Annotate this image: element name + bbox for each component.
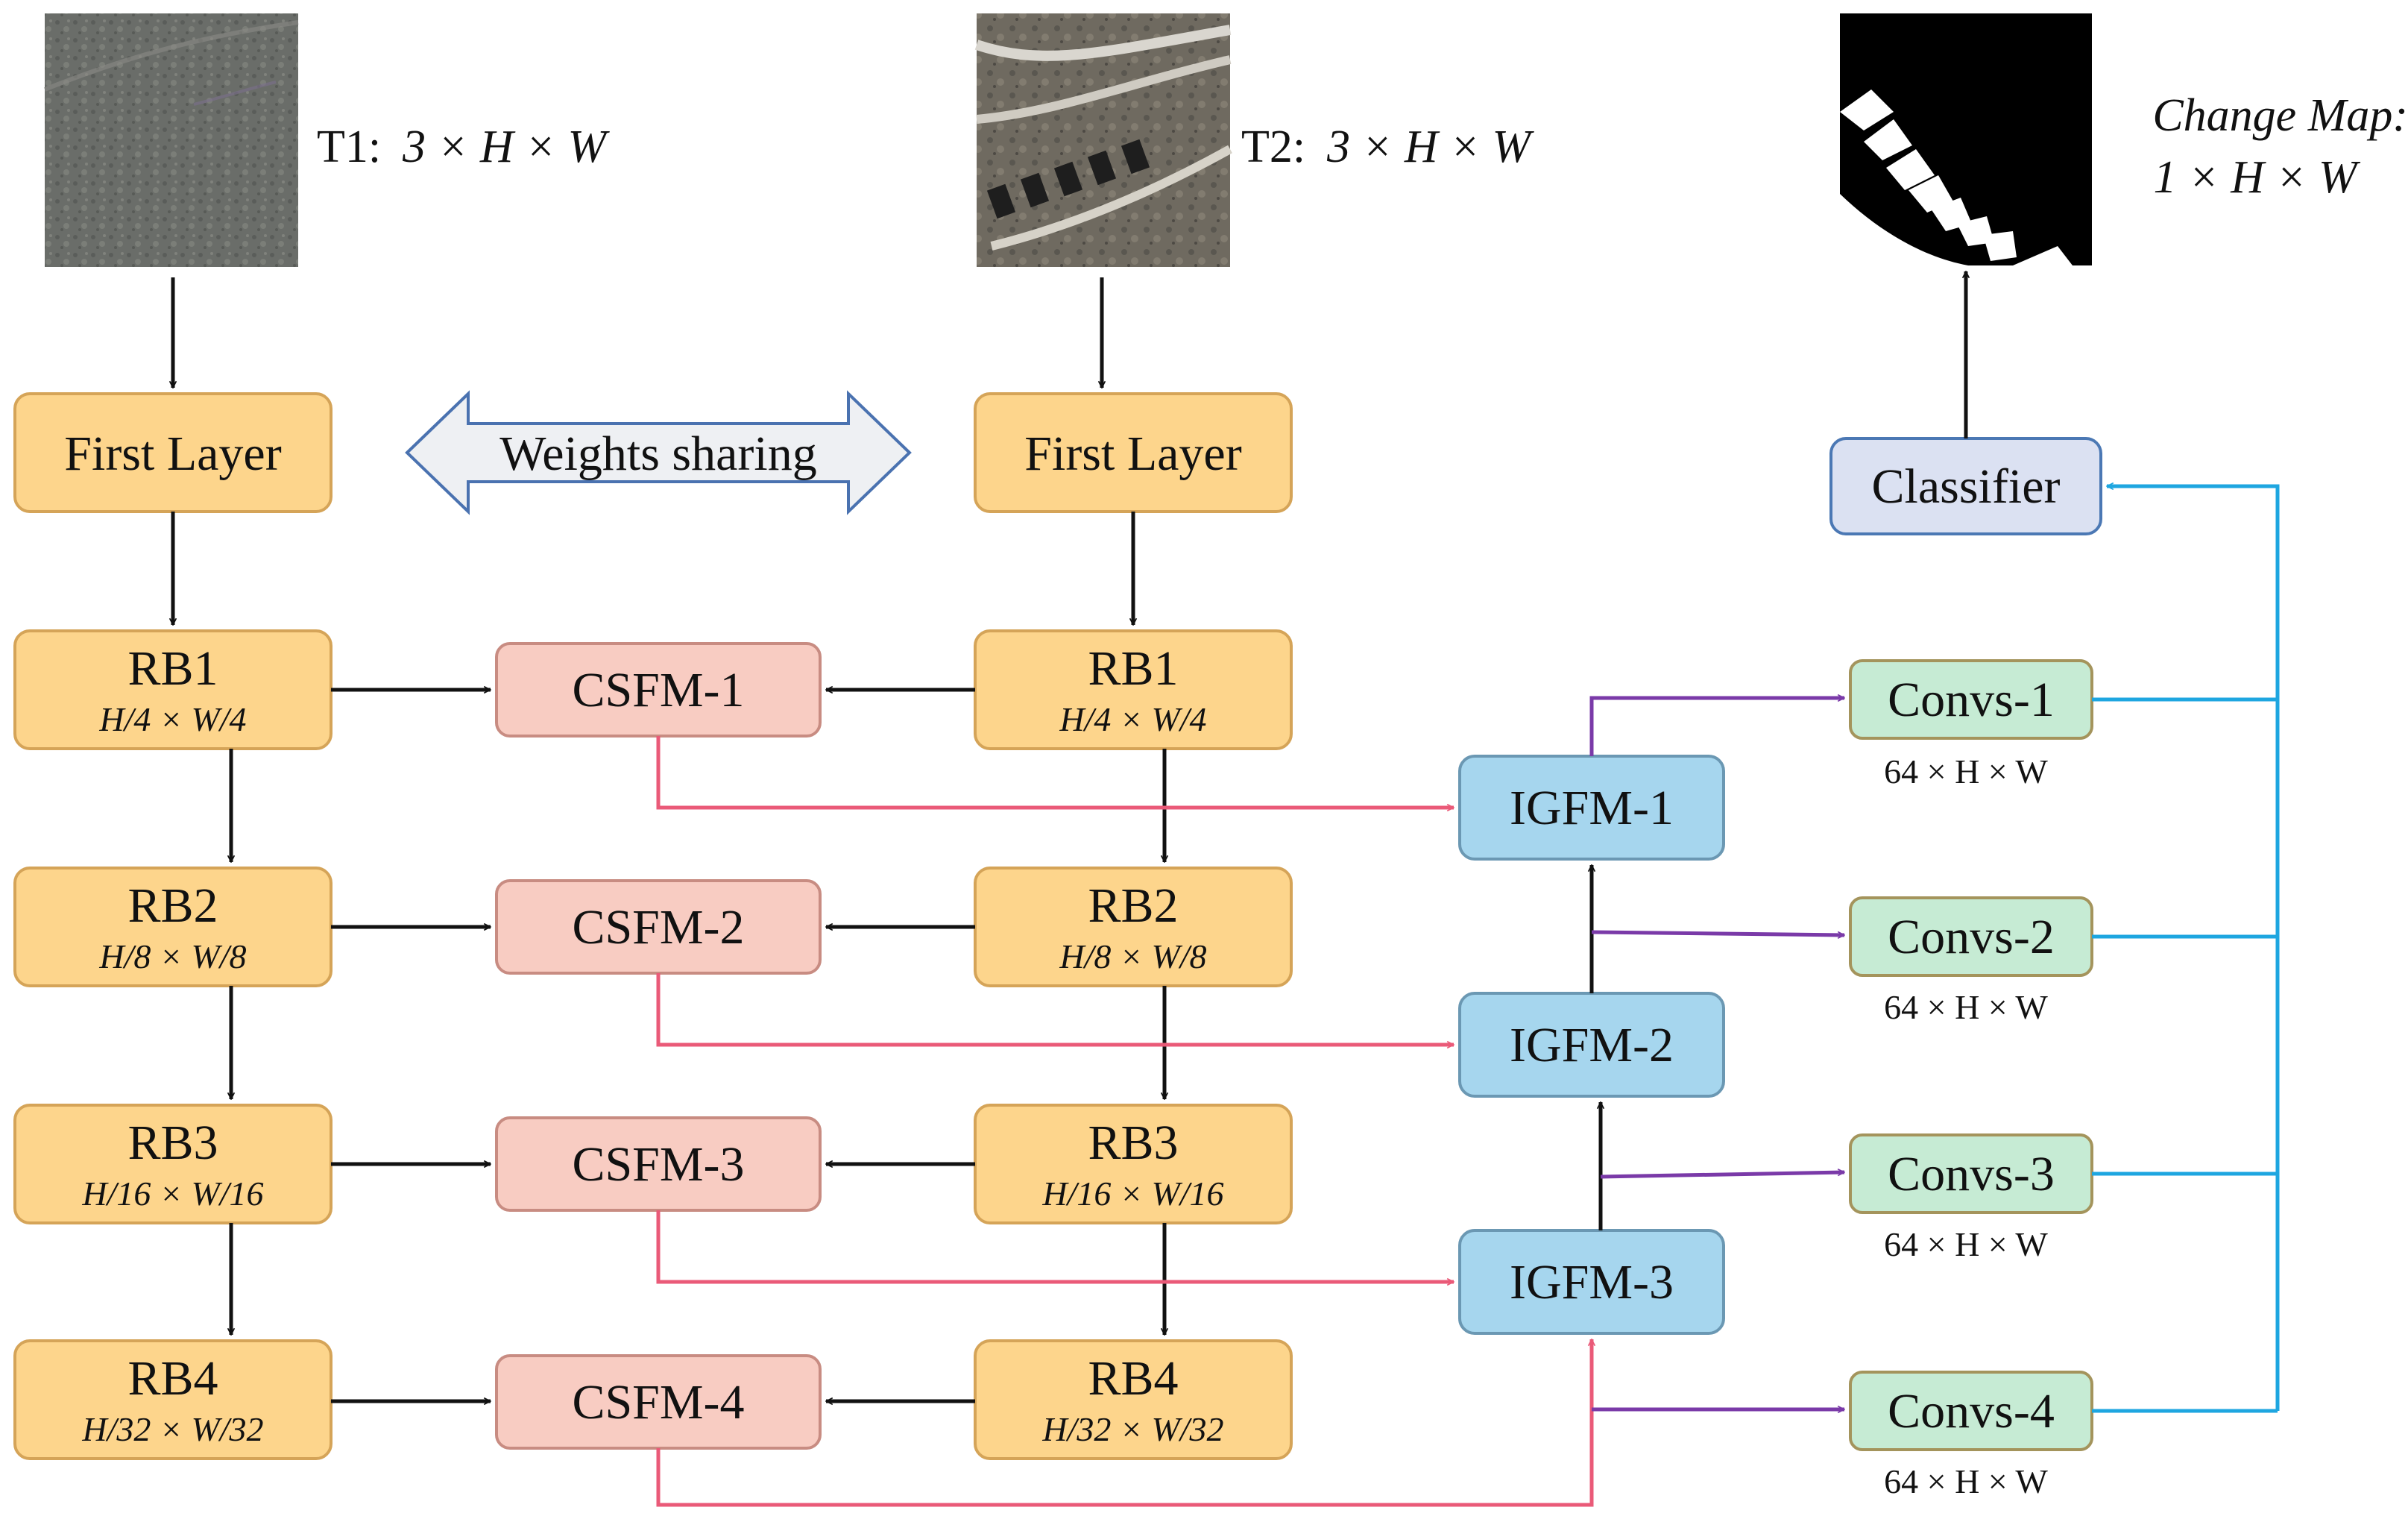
rb-right-1-name: RB1 [1088,641,1178,696]
classifier-label: Classifier [1872,459,2061,514]
rb-right-2-name: RB2 [1088,878,1178,933]
rb-left-2: RB2 H/8 × W/8 [13,867,332,987]
rb-left-1-size: H/4 × W/4 [98,700,246,738]
rb-left-4-size: H/32 × W/32 [81,1410,263,1448]
change-map-image [1840,13,2092,265]
output-label-line2: 1 × H × W [2153,152,2360,203]
output-label-line1: Change Map: [2152,90,2408,141]
igfm-2-label: IGFM-2 [1510,1018,1674,1072]
pink-arrows [656,736,1592,1507]
convs-2-dims: 64 × H × W [1884,988,2048,1026]
t2-dims: 3 × H × W [1326,122,1534,172]
rb-right-1: RB1 H/4 × W/4 [974,629,1293,750]
rb-left-3: RB3 H/16 × W/16 [13,1104,332,1224]
rb-left-1-name: RB1 [127,641,218,696]
rb-right-4: RB4 H/32 × W/32 [974,1339,1293,1460]
rb-left-4-name: RB4 [127,1351,218,1406]
arrow-csfm3-igfm3 [656,1210,1454,1282]
rb-right-1-size: H/4 × W/4 [1059,700,1206,738]
rb-left-2-size: H/8 × W/8 [98,937,246,975]
arrow-igfm3-convs3 [1600,1172,1844,1179]
t1-image [43,13,299,267]
cyan-arrows [2092,486,2280,1413]
csfm-1-label: CSFM-1 [572,663,744,717]
convs-2-label: Convs-2 [1888,910,2055,964]
convs-4-label: Convs-4 [1888,1384,2055,1438]
rb-left-3-size: H/16 × W/16 [81,1174,263,1213]
csfm-4-label: CSFM-4 [572,1375,744,1430]
rb-right-3: RB3 H/16 × W/16 [974,1104,1293,1224]
rb-left-2-name: RB2 [127,878,218,933]
weights-sharing-label: Weights sharing [499,427,816,481]
arrow-csfm1-igfm1 [656,736,1454,808]
arrow-bus-classifier [2107,486,2280,1411]
rb-right-4-size: H/32 × W/32 [1041,1410,1223,1448]
igfm-1-label: IGFM-1 [1510,781,1674,835]
arrow-csfm2-igfm2 [656,973,1454,1045]
first-layer-t2-label: First Layer [1024,427,1241,481]
weights-sharing-arrow [405,390,912,515]
rb-left-1: RB1 H/4 × W/4 [13,629,332,750]
black-arrows [173,271,1966,1401]
igfm-3-label: IGFM-3 [1510,1255,1674,1309]
igfm-3-box [1458,1229,1725,1335]
csfm-2-label: CSFM-2 [572,900,744,955]
arrow-igfm2-convs2 [1591,930,1844,935]
t2-image [974,13,1232,267]
csfm-3-label: CSFM-3 [572,1137,744,1192]
convs-1-dims: 64 × H × W [1884,752,2048,790]
t1-dims: 3 × H × W [402,122,610,172]
convs-1-label: Convs-1 [1888,673,2055,727]
convs-3-dims: 64 × H × W [1884,1225,2048,1263]
rb-right-2: RB2 H/8 × W/8 [974,867,1293,987]
rb-right-3-name: RB3 [1088,1116,1178,1170]
arrow-igfm1-convs1 [1589,698,1844,756]
rb-right-2-size: H/8 × W/8 [1059,937,1206,975]
t2-label: T2: [1241,122,1305,172]
first-layer-t1-label: First Layer [64,427,281,481]
t1-label: T1: [317,122,381,172]
rb-left-4: RB4 H/32 × W/32 [13,1339,332,1460]
arrow-csfm4-igfm3 [656,1339,1592,1507]
rb-right-3-size: H/16 × W/16 [1041,1174,1223,1213]
rb-right-4-name: RB4 [1088,1351,1178,1406]
convs-3-label: Convs-3 [1888,1147,2055,1201]
purple-arrows [1589,698,1844,1409]
convs-4-dims: 64 × H × W [1884,1462,2048,1500]
rb-left-3-name: RB3 [127,1116,218,1170]
